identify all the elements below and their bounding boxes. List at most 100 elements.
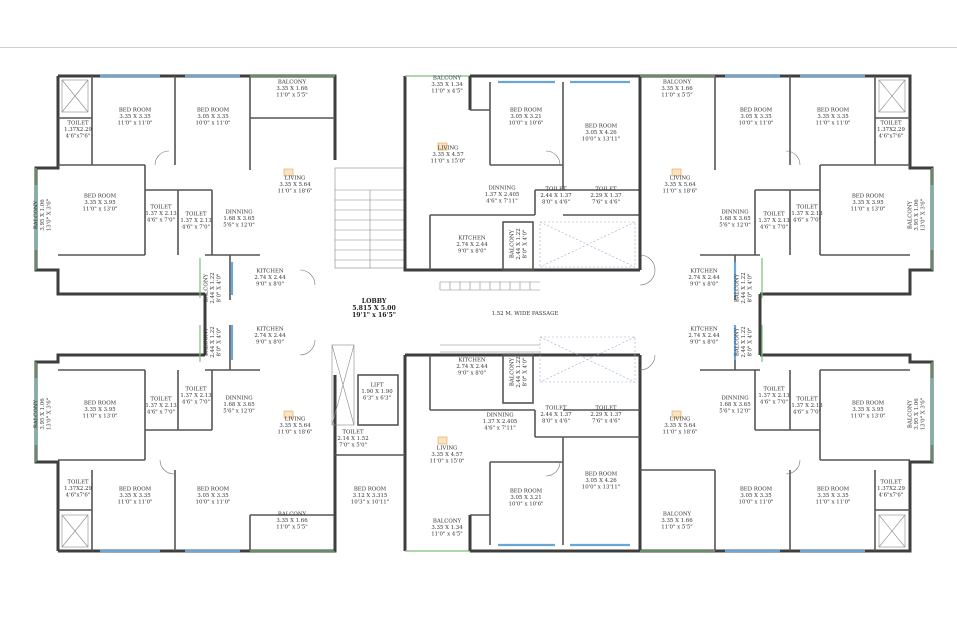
- room-label-line: 4'6"x7'6": [879, 133, 904, 139]
- room-label-line: 3.35 X 3.35: [817, 493, 849, 499]
- room-label-line: 2.74 X 2.44: [688, 275, 720, 281]
- room-label-line: 11'0" x 4'5": [431, 531, 463, 537]
- room-label-line: 3.95 X 1.06: [914, 199, 920, 231]
- room-label-line: 9'0" x 8'0": [256, 339, 284, 345]
- room-label-line: 13'0" X 3'6": [920, 199, 926, 231]
- room-label-line: 1.37 X 2.13: [145, 211, 177, 217]
- room-label-line: TOILET: [342, 430, 364, 436]
- room-label-line: 11'0" x 18'6": [278, 188, 313, 194]
- room-label-line: 10'0" x 11'0": [739, 499, 774, 505]
- room-label-line: 3.35 X 4.57: [432, 152, 464, 158]
- room-label-line: 4'6" x 7'0": [182, 399, 210, 405]
- room-label-line: 2.74 X 2.44: [254, 275, 286, 281]
- room-label-line: 11'0" x 15'0": [431, 158, 466, 164]
- room-label-line: 4'6" x 7'0": [182, 224, 210, 230]
- room-label-line: 3.05 X 4.26: [585, 130, 617, 136]
- room-label-line: 1.68 X 3.65: [719, 216, 751, 222]
- room-label-line: TOILET: [185, 212, 207, 218]
- room-label-line: TOILET: [880, 121, 902, 127]
- room-label-line: 3.05 X 4.26: [585, 478, 617, 484]
- room-label-line: BALCONY: [510, 357, 516, 386]
- room-label-line: 13'0" X 3'6": [46, 199, 52, 231]
- room-label-line: 2.44 X 1.22: [210, 272, 216, 303]
- room-label-line: 3.35 X 3.35: [817, 114, 849, 120]
- room-label-line: 3.35 X 1.34: [431, 525, 463, 531]
- room-label-line: BED ROOM: [740, 108, 773, 114]
- room-label-line: 9'0" x 8'0": [690, 281, 718, 287]
- room-label-line: 1.52 M. WIDE PASSAGE: [492, 311, 559, 317]
- room-label-line: DINNING: [486, 413, 513, 419]
- room-label-line: 10'0" x 13'11": [582, 484, 620, 490]
- room-label-line: BALCONY: [204, 327, 210, 356]
- room-label-line: TOILET: [796, 397, 818, 403]
- room-label-line: 2.29 X 1.37: [590, 193, 622, 199]
- room-label-l-bot-kbal: BALCONY2.44 X 1.228'0" X 4'0": [204, 326, 223, 357]
- room-label-l-top-sbal: BALCONY3.95 X 1.0613'0" X 3'6": [34, 199, 53, 231]
- room-label-line: 2.29 X 1.37: [590, 412, 622, 418]
- room-label-line: 9'0" x 8'0": [458, 248, 486, 254]
- room-label-line: 11'0" x 5'5": [276, 92, 308, 98]
- room-label-line: 5'6" x 12'0": [223, 408, 255, 414]
- room-label-l-bot-sbal: BALCONY3.95 X 1.0613'0" X 3'6": [34, 398, 53, 430]
- room-label-line: LIVING: [438, 146, 459, 152]
- room-label-line: BED ROOM: [585, 124, 618, 130]
- room-label-line: 3.35 X 3.95: [84, 407, 116, 413]
- room-label-line: 10'0" x 11'0": [739, 120, 774, 126]
- room-label-line: 5'6" x 12'0": [719, 408, 751, 414]
- room-label-line: 3.05 X 3.21: [510, 114, 541, 120]
- room-label-line: BED ROOM: [585, 472, 618, 478]
- room-label-line: 1.37X2.29: [877, 127, 905, 133]
- room-label-line: 13'0" X 3'6": [46, 398, 52, 430]
- room-label-r-bot-sbal: BALCONY3.95 X 1.0613'0" X 3'6": [908, 398, 927, 430]
- room-label-line: BALCONY: [34, 200, 40, 229]
- room-label-line: 6'3" x 6'3": [363, 395, 391, 401]
- room-label-line: 4'6" x 7'0": [760, 224, 788, 230]
- room-label-line: BALCONY: [34, 399, 40, 428]
- room-label-line: 3.95 X 1.06: [914, 398, 920, 430]
- room-label-line: 2.44 X 1.22: [741, 326, 747, 357]
- room-label-line: 3.05 X 3.35: [197, 493, 229, 499]
- room-label-line: BED ROOM: [817, 108, 850, 114]
- room-label-line: 11'0" x 11'0": [816, 499, 851, 505]
- room-label-line: 11'0" x 18'6": [663, 429, 698, 435]
- room-label-line: 7'0" x 5'0": [339, 442, 367, 448]
- room-label-line: 3.95 X 1.06: [40, 398, 46, 430]
- room-label-line: 2.44 X 1.37: [540, 412, 572, 418]
- room-label-line: 2.74 X 2.44: [456, 242, 488, 248]
- room-label-line: 2.44 X 1.37: [540, 193, 572, 199]
- room-label-line: 4'6" x 7'0": [147, 217, 175, 223]
- room-label-line: BED ROOM: [852, 401, 885, 407]
- room-label-line: LIVING: [285, 417, 306, 423]
- room-label-line: 1.68 X 3.65: [223, 402, 255, 408]
- room-label-line: 9'0" x 8'0": [690, 339, 718, 345]
- room-label-line: 11'0" x 13'0": [851, 413, 886, 419]
- room-label-line: BED ROOM: [354, 487, 387, 493]
- room-label-line: LIVING: [670, 417, 691, 423]
- room-label-line: BED ROOM: [119, 108, 152, 114]
- room-label-line: BED ROOM: [510, 108, 543, 114]
- room-label-line: 3.05 X 3.35: [197, 114, 229, 120]
- room-label-line: 5'6" x 12'0": [719, 222, 751, 228]
